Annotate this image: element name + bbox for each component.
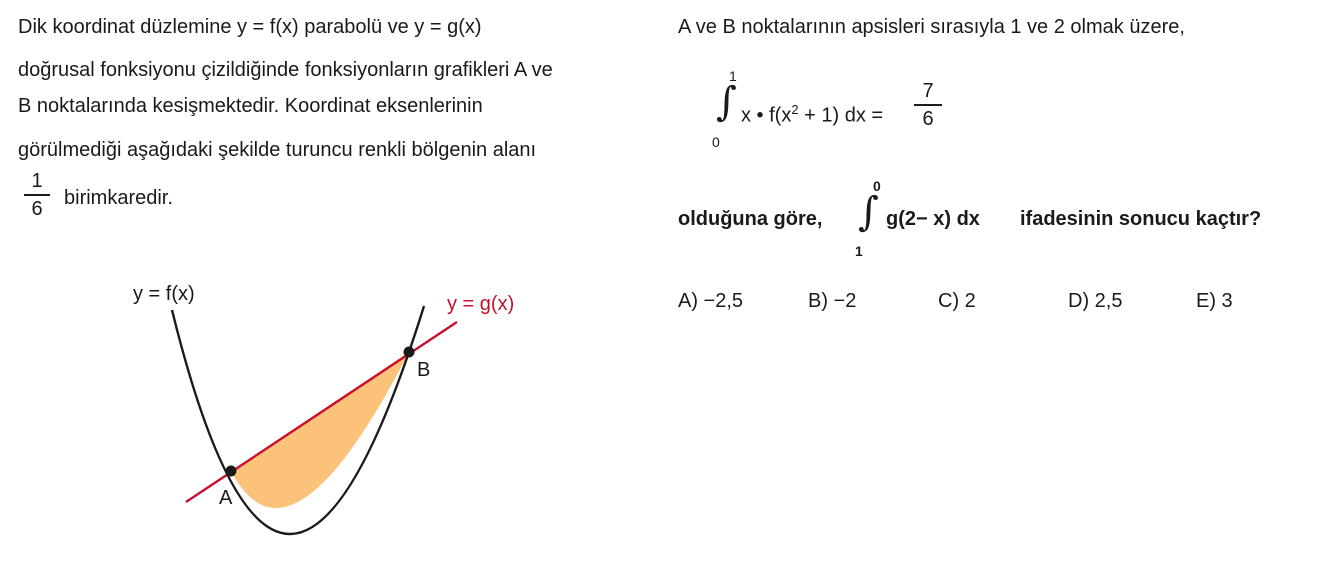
question-suffix: ifadesinin sonucu kaçtır? xyxy=(1020,208,1262,230)
parabola-f xyxy=(170,305,426,535)
option-b[interactable]: B) −2 xyxy=(808,290,857,312)
option-a[interactable]: A) −2,5 xyxy=(678,290,744,312)
option-e[interactable]: E) 3 xyxy=(1196,290,1233,312)
g-label: y = g(x) xyxy=(447,293,515,315)
int1-body-post: + 1) dx = xyxy=(804,104,884,127)
area-suffix: birimkaredir. xyxy=(64,187,173,209)
question-prefix: olduğuna göre, xyxy=(678,208,823,230)
result-numerator: 7 xyxy=(922,80,934,102)
problem-line-2: doğrusal fonksiyonu çizildiğinde fonksiy… xyxy=(18,59,553,81)
int2-body: g(2− x) dx xyxy=(886,208,980,230)
integral-sign-1: ∫ xyxy=(716,79,737,125)
option-c[interactable]: C) 2 xyxy=(938,290,976,312)
problem-line-4: görülmediği aşağıdaki şekilde turuncu re… xyxy=(18,139,537,161)
int2-lower: 1 xyxy=(855,243,863,259)
area-numerator: 1 xyxy=(31,170,43,192)
point-b-label: B xyxy=(417,359,431,381)
point-a-label: A xyxy=(219,487,233,509)
fraction-bar xyxy=(914,104,942,106)
int2-upper: 0 xyxy=(873,178,881,194)
problem-line-1: Dik koordinat düzlemine y = f(x) parabol… xyxy=(18,16,482,38)
result-fraction: 7 6 xyxy=(914,80,942,130)
int1-upper: 1 xyxy=(729,68,737,84)
area-fraction: 1 6 xyxy=(24,170,50,220)
int1-body: x • f(x2 + 1) dx = xyxy=(741,100,883,126)
area-denominator: 6 xyxy=(31,197,43,220)
option-d[interactable]: D) 2,5 xyxy=(1068,290,1123,312)
int1-body-pre: x • f(x xyxy=(741,104,792,127)
result-denominator: 6 xyxy=(922,107,934,130)
integral-sign-2: ∫ xyxy=(858,189,879,235)
fraction-bar xyxy=(24,194,50,196)
int1-body-exp: 2 xyxy=(791,102,799,117)
int1-lower: 0 xyxy=(712,134,720,150)
condition-intro: A ve B noktalarının apsisleri sırasıyla … xyxy=(678,16,1185,38)
shaded-region xyxy=(231,352,409,509)
point-b-marker xyxy=(403,346,415,358)
point-a-marker xyxy=(225,465,237,477)
problem-line-3: B noktalarında kesişmektedir. Koordinat … xyxy=(18,95,483,117)
f-label: y = f(x) xyxy=(133,283,195,305)
